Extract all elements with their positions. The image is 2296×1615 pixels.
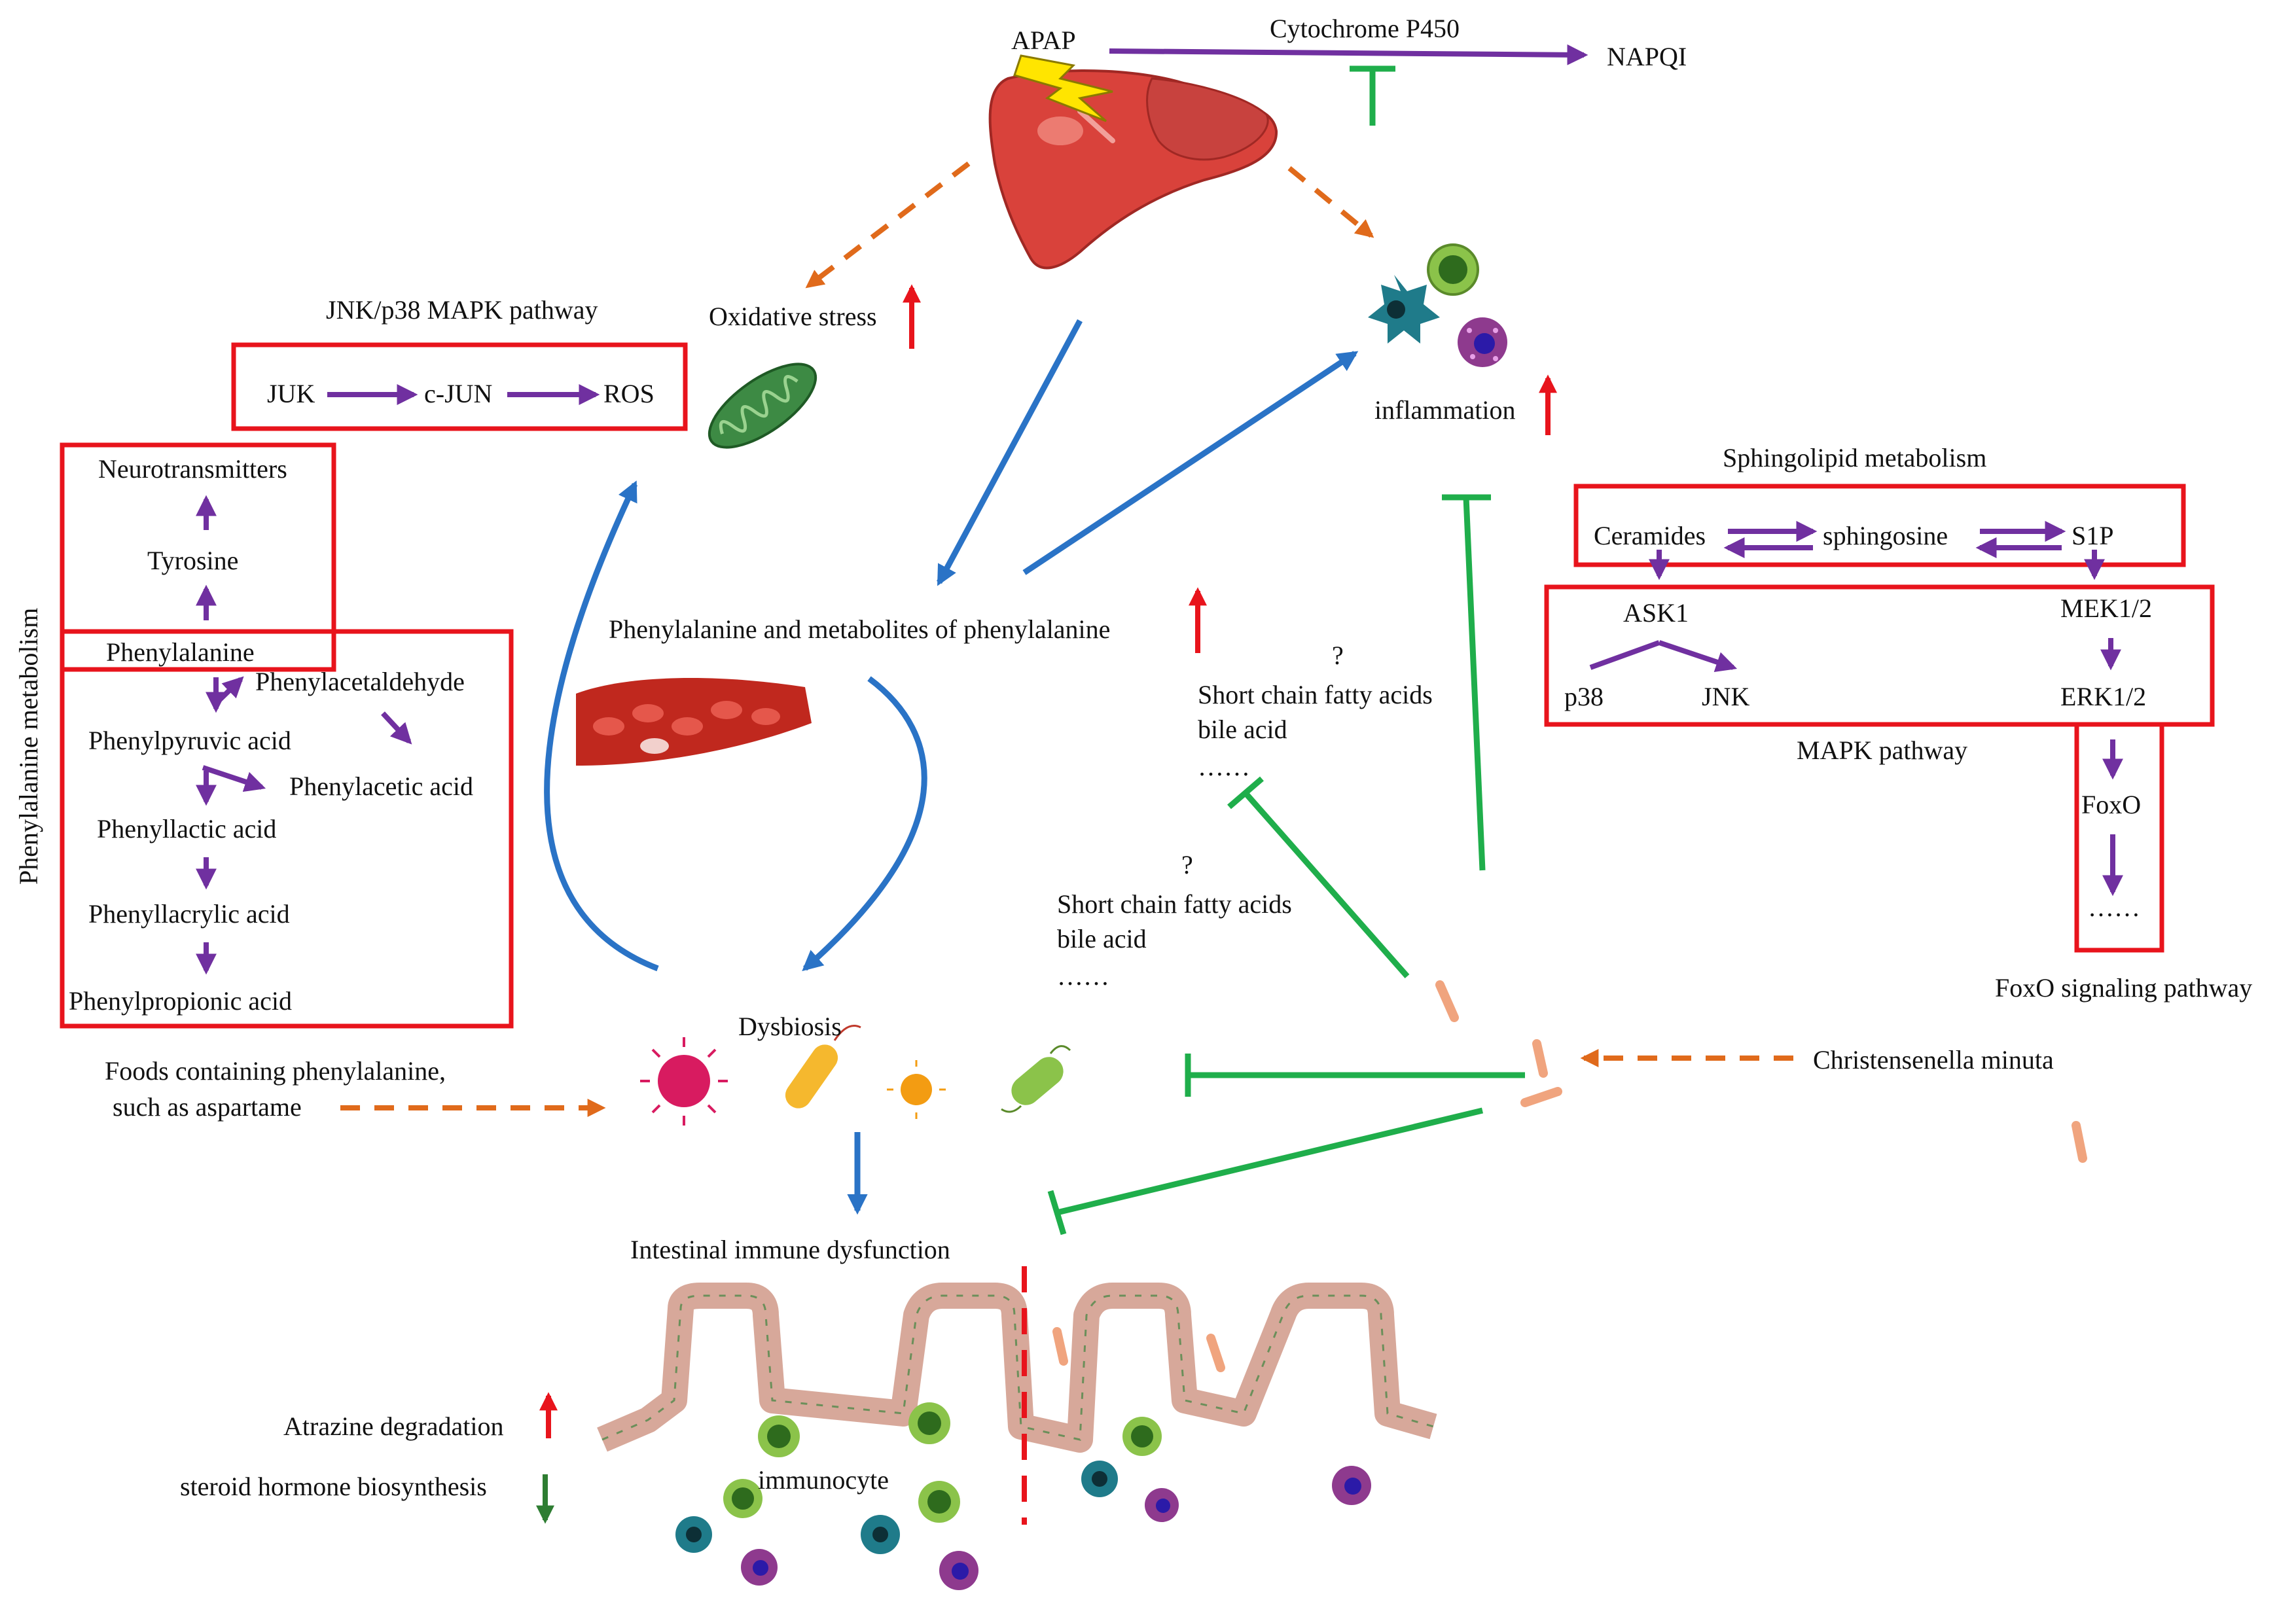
ask1-branch-arrow (1589, 640, 1733, 667)
phenyllactic-label: Phenyllactic acid (97, 814, 276, 843)
sphingo-title: Sphingolipid metabolism (1723, 443, 1986, 472)
jnk-mapk-label: JNK (1702, 682, 1749, 711)
tyrosine-box (60, 442, 336, 672)
inflammation-label: inflammation (1374, 395, 1516, 425)
intestine-icon (597, 1283, 1437, 1453)
cjun-label: c-JUN (424, 379, 492, 408)
foods-line1: Foods containing phenylalanine, (105, 1056, 446, 1086)
scfa1-line2: bile acid (1198, 715, 1287, 744)
ask1-label: ASK1 (1623, 598, 1689, 628)
bacterium-pink-icon (640, 1037, 728, 1126)
phe-metabolites-label: Phenylalanine and metabolites of phenyla… (609, 614, 1110, 644)
phenylalanine-label: Phenylalanine (106, 637, 255, 667)
scfa2-question: ? (1181, 850, 1193, 879)
oxidative-label: Oxidative stress (709, 302, 877, 331)
orange-arrows (340, 161, 1793, 1117)
phenylacetic-label: Phenylacetic acid (289, 772, 473, 801)
phenylacetaldehyde-label: Phenylacetaldehyde (255, 667, 465, 696)
liver-icon (988, 69, 1278, 270)
scfa2-line2: bile acid (1057, 924, 1147, 953)
foxo-label: FoxO (2081, 790, 2141, 819)
scfa2-dots: …… (1057, 961, 1109, 991)
scfa2-line1: Short chain fatty acids (1057, 889, 1292, 919)
mapk-title: MAPK pathway (1797, 736, 1967, 765)
juk-label: JUK (267, 379, 315, 408)
dysbiosis-label: Dysbiosis (738, 1012, 842, 1041)
erk-label: ERK1/2 (2060, 682, 2146, 711)
phe-metabolism-side-label: Phenylalanine metabolism (14, 608, 43, 885)
foxo-box (2074, 722, 2164, 953)
bacterium-orange-icon (887, 1060, 946, 1119)
lymphocyte-icon (1427, 243, 1479, 296)
mapk-box (1544, 584, 2215, 727)
mast-cell-icon (1458, 317, 1507, 367)
foxo-dots: …… (2088, 893, 2140, 922)
scfa1-line1: Short chain fatty acids (1198, 680, 1433, 709)
jnk-title: JNK/p38 MAPK pathway (326, 295, 598, 325)
sphingo-box (1573, 484, 2186, 567)
mitochondrion-icon (708, 363, 817, 449)
phenyllacrylic-label: Phenyllacrylic acid (88, 899, 290, 929)
apap-label: APAP (1011, 26, 1076, 55)
green-inhibition-lines (1047, 65, 1525, 1235)
foods-line2: such as aspartame (113, 1092, 302, 1122)
bacterium-rod-icon (785, 1025, 861, 1109)
phenylalanine-box (60, 629, 514, 1029)
sphingosine-label: sphingosine (1823, 521, 1948, 550)
immunocyte-label: immunocyte (758, 1465, 889, 1495)
blood-vessel-icon (576, 678, 812, 766)
napqi-label: NAPQI (1607, 42, 1687, 71)
scfa1-dots: …… (1198, 752, 1250, 781)
jnk-box (231, 342, 688, 431)
christensenella-label: Christensenella minuta (1813, 1045, 2054, 1074)
intestinal-label: Intestinal immune dysfunction (630, 1235, 950, 1264)
blue-arrows (544, 319, 1359, 1215)
s1p-label: S1P (2072, 521, 2114, 550)
ceramides-label: Ceramides (1594, 521, 1706, 550)
atrazine-label: Atrazine degradation (283, 1411, 504, 1441)
red-up-arrows (539, 284, 1557, 1438)
p38-label: p38 (1564, 682, 1604, 711)
intestine-cell-icon (675, 1402, 1371, 1590)
foxo-title: FoxO signaling pathway (1995, 973, 2252, 1003)
christensenella-rods-icon (1052, 980, 2087, 1372)
scfa1-question: ? (1332, 641, 1344, 670)
purple-arrows (196, 44, 2123, 975)
neurotransmitters-label: Neurotransmitters (98, 454, 287, 484)
bacterium-green-icon (1001, 1045, 1071, 1113)
phenylpyruvic-label: Phenylpyruvic acid (88, 726, 291, 755)
phenylpropionic-label: Phenylpropionic acid (69, 986, 292, 1016)
macrophage-icon (1368, 275, 1440, 344)
steroid-label: steroid hormone biosynthesis (180, 1472, 487, 1501)
cyp-label: Cytochrome P450 (1270, 14, 1460, 43)
mek-label: MEK1/2 (2060, 594, 2152, 623)
lightning-icon (1013, 54, 1113, 122)
ros-label: ROS (603, 379, 655, 408)
tyrosine-label: Tyrosine (147, 546, 238, 575)
